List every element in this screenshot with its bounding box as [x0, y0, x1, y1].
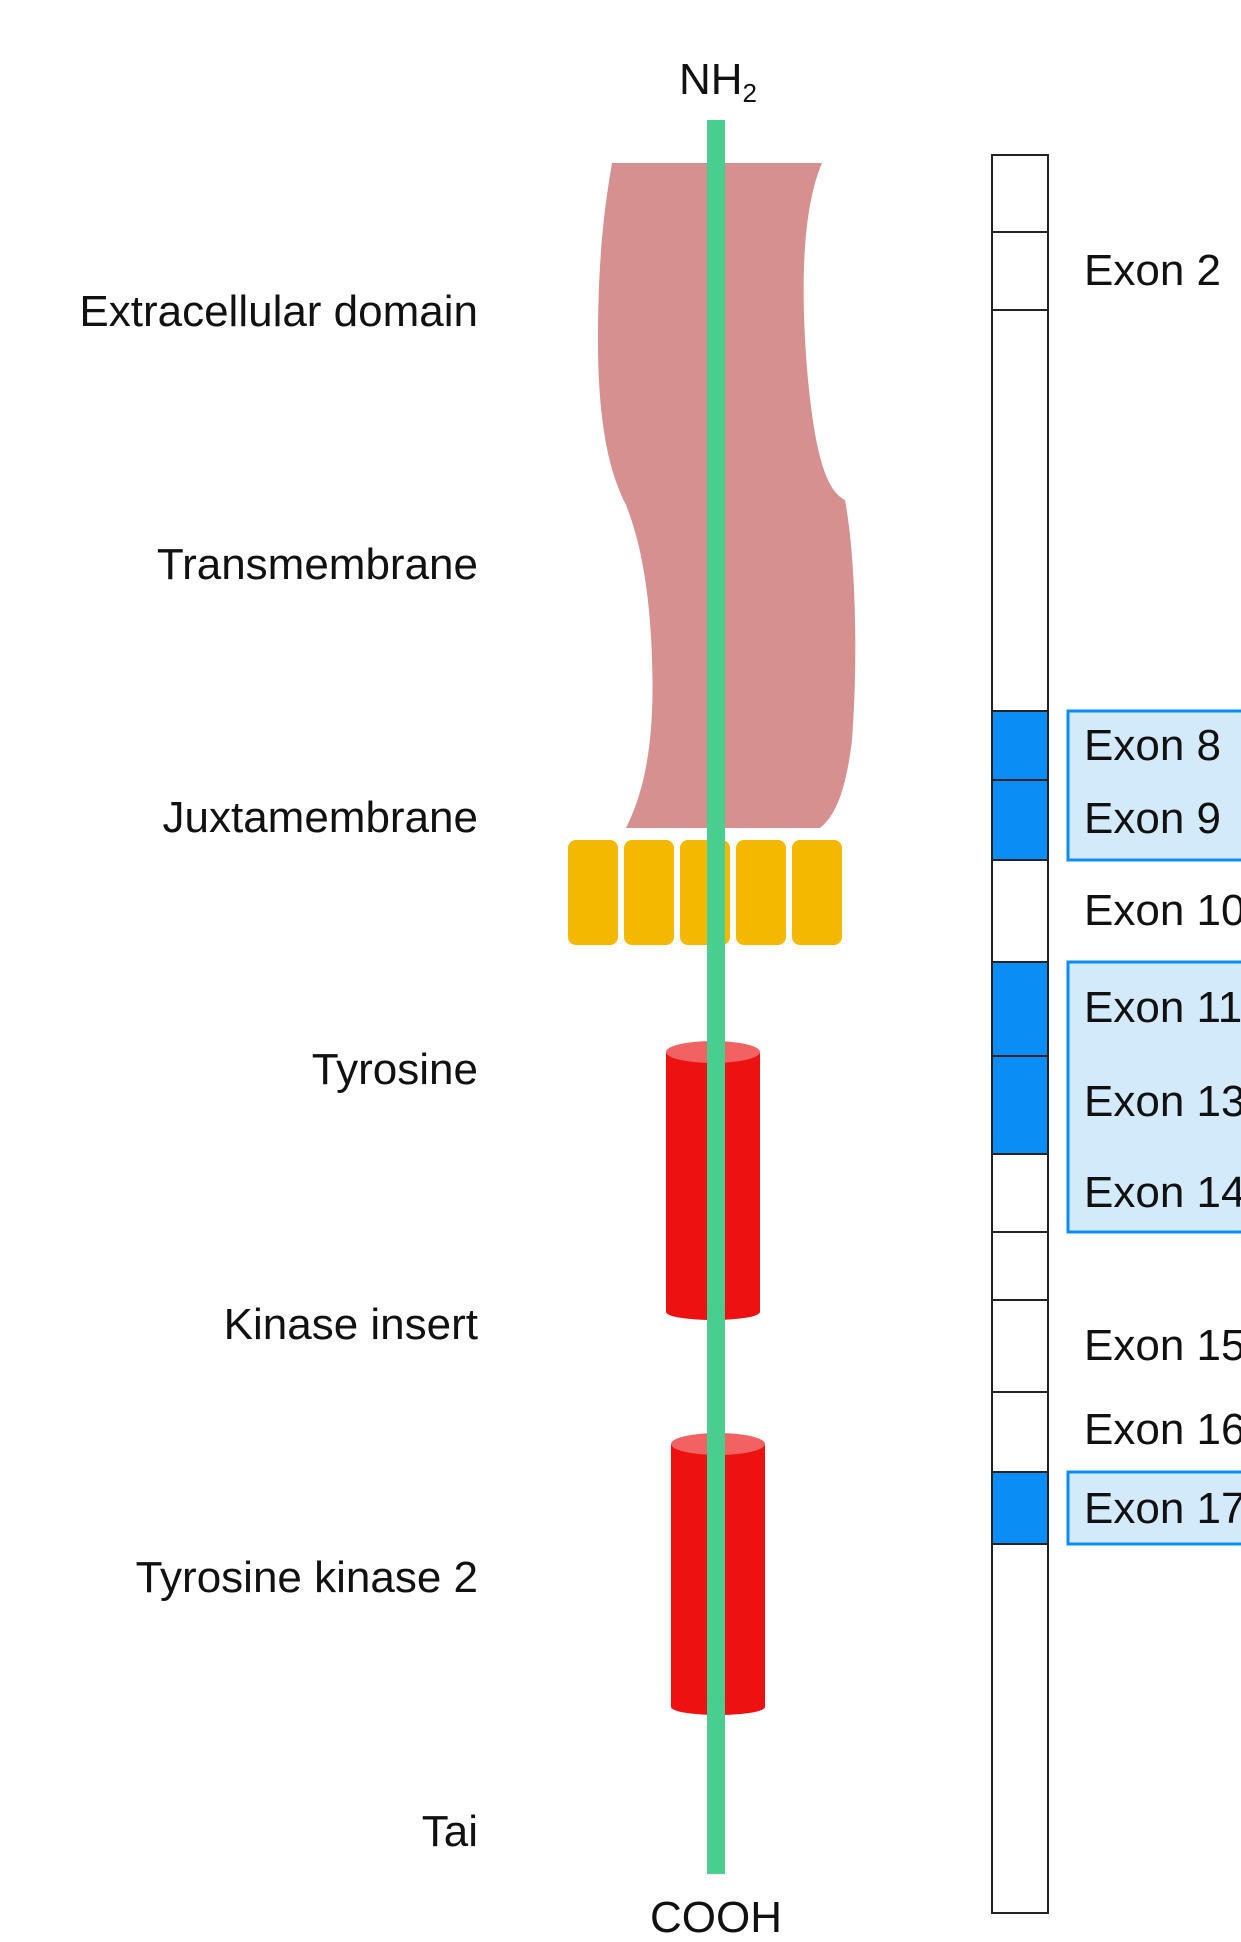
exon-label-16: Exon 16 — [1084, 1408, 1241, 1452]
c-terminus-label: COOH — [650, 1896, 782, 1940]
jm-block-1 — [568, 840, 618, 945]
exon-segment-11 — [992, 962, 1048, 1056]
jm-block-2 — [624, 840, 674, 945]
exon-label-8: Exon 8 — [1084, 724, 1221, 768]
domain-label-extracellular: Extracellular domain — [79, 290, 478, 334]
exon-label-11: Exon 11 — [1084, 986, 1241, 1030]
exon-label-17: Exon 17 — [1084, 1487, 1241, 1531]
exon-segment-13 — [992, 1056, 1048, 1154]
exon-bar — [992, 155, 1048, 1913]
exon-label-13: Exon 13 — [1084, 1080, 1241, 1124]
n-terminus-label: NH2 — [679, 58, 757, 106]
jm-block-5 — [792, 840, 842, 945]
domain-label-tail: Tai — [422, 1810, 478, 1854]
exon-label-14: Exon 14 — [1084, 1171, 1241, 1215]
juxtamembrane-blocks — [568, 840, 842, 945]
domain-label-juxtamembrane: Juxtamembrane — [163, 796, 478, 840]
exon-segment-17 — [992, 1472, 1048, 1544]
jm-block-4 — [736, 840, 786, 945]
domain-label-transmembrane: Transmembrane — [157, 543, 478, 587]
extracellular-domain-shape — [598, 163, 855, 828]
polypeptide-backbone — [707, 120, 725, 1874]
domain-label-kinase-insert: Kinase insert — [224, 1303, 478, 1347]
domain-label-tyrosine: Tyrosine — [312, 1048, 478, 1092]
exon-segment-9 — [992, 780, 1048, 860]
domain-label-tyrosine-kinase-2: Tyrosine kinase 2 — [136, 1556, 478, 1600]
exon-label-10: Exon 10 — [1084, 889, 1241, 933]
exon-label-15: Exon 15 — [1084, 1324, 1241, 1368]
exon-segment-8 — [992, 711, 1048, 780]
exon-label-9: Exon 9 — [1084, 797, 1221, 841]
exon-label-2: Exon 2 — [1084, 249, 1221, 293]
